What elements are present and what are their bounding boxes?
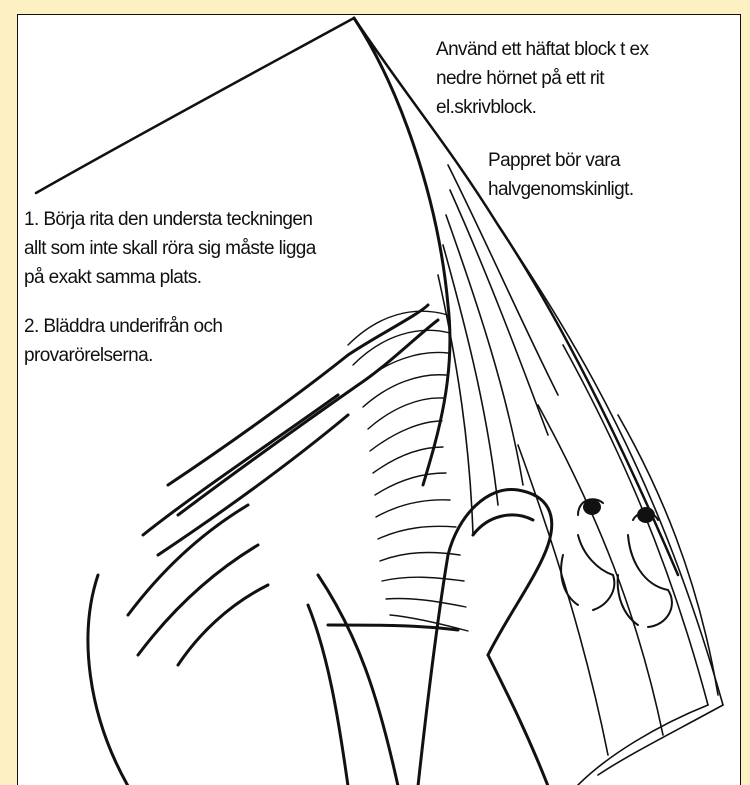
step1-line: allt som inte skall röra sig måste ligga <box>24 234 316 263</box>
paper-note: Pappret bör vara halvgenomskinligt. <box>488 146 634 204</box>
paper-line: halvgenomskinligt. <box>488 175 634 204</box>
tip-line: nedre hörnet på ett rit <box>436 64 648 93</box>
cartoon-figures <box>561 499 672 627</box>
step-2-note: 2. Bläddra underifrån och provarörelsern… <box>24 312 222 370</box>
tip-line: el.skrivblock. <box>436 93 648 122</box>
tip-note: Använd ett häftat block t ex nedre hörne… <box>436 35 648 122</box>
step1-line: på exakt samma plats. <box>24 263 316 292</box>
step2-line: provarörelserna. <box>24 341 222 370</box>
flipbook-hand-illustration <box>18 15 741 785</box>
paper-line: Pappret bör vara <box>488 146 634 175</box>
step-1-note: 1. Börja rita den understa teckningen al… <box>24 205 316 292</box>
step2-line: 2. Bläddra underifrån och <box>24 312 222 341</box>
thumb <box>418 489 552 785</box>
fanned-pages <box>438 165 723 785</box>
hand <box>88 305 458 785</box>
tip-line: Använd ett häftat block t ex <box>436 35 648 64</box>
illustration-frame: Använd ett häftat block t ex nedre hörne… <box>17 14 741 785</box>
step1-line: 1. Börja rita den understa teckningen <box>24 205 316 234</box>
